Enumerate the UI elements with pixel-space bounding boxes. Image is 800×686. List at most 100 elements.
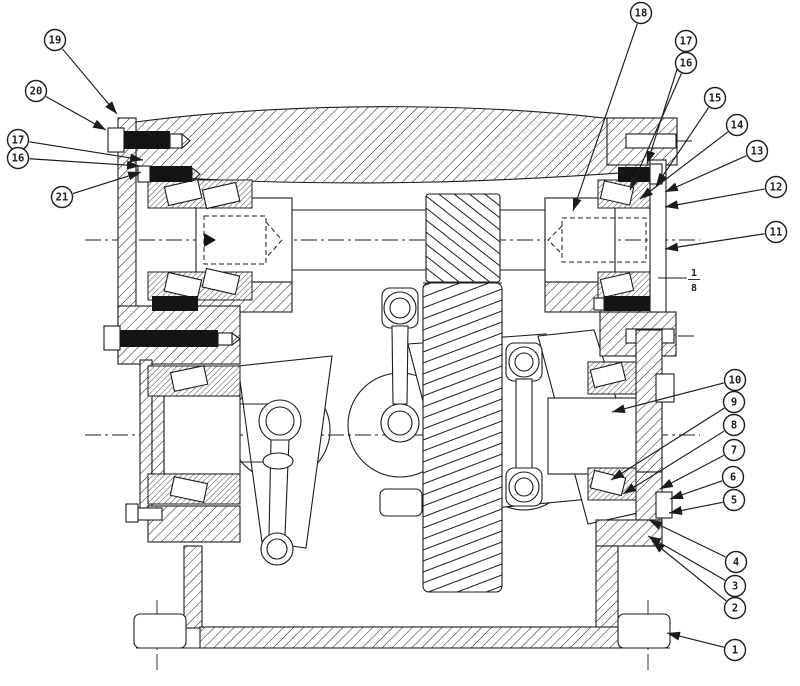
callout-18: 18 <box>572 1 653 212</box>
balloon-circle <box>723 596 747 620</box>
leader-line <box>72 171 142 195</box>
callout-5: 5 <box>668 488 746 515</box>
callout-17: 17 <box>646 29 698 165</box>
leader-line <box>611 382 725 414</box>
balloon-circle <box>722 413 746 437</box>
balloon-number: 11 <box>770 227 783 239</box>
balloon-number: 19 <box>49 35 62 47</box>
balloon-number: 18 <box>635 8 648 20</box>
balloon-number: 4 <box>733 557 739 569</box>
balloon-number: 6 <box>730 472 736 484</box>
balloon-number: 8 <box>731 420 737 432</box>
lower-right-bearing <box>547 329 675 629</box>
callout-15: 15 <box>655 86 727 187</box>
callout-13: 13 <box>664 139 769 193</box>
callout-17: 17 <box>6 128 144 163</box>
balloon-number: 21 <box>56 192 69 204</box>
callout-11: 11 <box>664 220 788 252</box>
balloon-number: 7 <box>731 445 737 457</box>
callout-6: 6 <box>669 465 745 500</box>
balloon-circle <box>722 488 746 512</box>
upper-shaft <box>195 197 647 283</box>
leader-line <box>659 454 725 490</box>
balloon-circle <box>6 146 30 170</box>
leader-line <box>664 155 747 193</box>
dimension-fraction: 1 8 <box>658 268 700 294</box>
callout-4: 4 <box>648 519 748 574</box>
balloon-circle <box>725 113 749 137</box>
gear-teeth-lower <box>423 283 502 592</box>
callout-14: 14 <box>639 113 749 200</box>
balloon-number: 17 <box>680 36 693 48</box>
balloon-number: 12 <box>770 182 783 194</box>
callout-1: 1 <box>666 631 747 662</box>
callout-21: 21 <box>50 171 142 209</box>
callout-12: 12 <box>664 175 788 210</box>
leader-line <box>45 96 107 131</box>
leader-line <box>639 131 729 200</box>
callout-8: 8 <box>622 413 746 495</box>
leader-line <box>29 141 144 163</box>
leader-line <box>669 480 723 500</box>
balloon-number: 2 <box>732 603 738 615</box>
leader-line <box>647 535 726 581</box>
balloon-number: 14 <box>731 120 744 132</box>
connecting-rod-center <box>380 287 420 443</box>
callout-16: 16 <box>6 146 141 170</box>
balloon-circle <box>703 86 727 110</box>
balloon-number: 15 <box>709 93 722 105</box>
balloon-number: 17 <box>12 135 25 147</box>
balloon-circle <box>43 28 67 52</box>
balloon-number: 9 <box>731 397 737 409</box>
leader-line <box>610 407 725 481</box>
leader-line <box>651 540 727 602</box>
base-plate <box>125 503 671 649</box>
balloon-circle <box>722 438 746 462</box>
fasteners <box>103 127 663 351</box>
callout-9: 9 <box>610 390 746 481</box>
leader-line <box>622 430 725 495</box>
balloon-circle <box>723 638 747 662</box>
leader-line <box>668 501 723 515</box>
connecting-rod-right <box>505 342 543 507</box>
balloon-circle <box>723 368 747 392</box>
balloon-number: 10 <box>729 375 742 387</box>
leader-line <box>572 23 638 212</box>
balloon-number: 13 <box>751 146 764 158</box>
leader-line <box>666 631 724 648</box>
lower-left-bearing <box>139 359 274 511</box>
gear-teeth-upper <box>426 194 500 282</box>
balloon-circle <box>50 185 74 209</box>
balloon-number: 20 <box>30 86 43 98</box>
callout-7: 7 <box>659 438 746 490</box>
upper-left-bearing <box>147 178 253 301</box>
balloon-circle <box>629 1 653 25</box>
balloon-circle <box>674 51 698 75</box>
leader-line <box>655 107 710 187</box>
balloon-circle <box>24 79 48 103</box>
leader-line <box>629 73 682 191</box>
callout-10: 10 <box>611 368 747 414</box>
leader-line <box>664 188 765 210</box>
callout-2: 2 <box>651 540 747 620</box>
balloon-number: 1 <box>732 645 738 657</box>
leader-line <box>61 48 118 115</box>
balloon-circle <box>723 574 747 598</box>
connecting-rods <box>258 287 543 566</box>
balloon-circle <box>721 465 745 489</box>
balloon-circle <box>674 29 698 53</box>
balloon-number: 3 <box>732 581 738 593</box>
balloon-circle <box>722 390 746 414</box>
balloon-circle <box>745 139 769 163</box>
leader-line <box>664 233 765 252</box>
upper-right-bearing <box>597 159 667 313</box>
callout-19: 19 <box>43 28 118 115</box>
balloon-number: 16 <box>680 58 693 70</box>
leader-line <box>648 519 726 558</box>
balloon-number: 16 <box>12 153 25 165</box>
callout-20: 20 <box>24 79 107 131</box>
balloon-circle <box>764 220 788 244</box>
